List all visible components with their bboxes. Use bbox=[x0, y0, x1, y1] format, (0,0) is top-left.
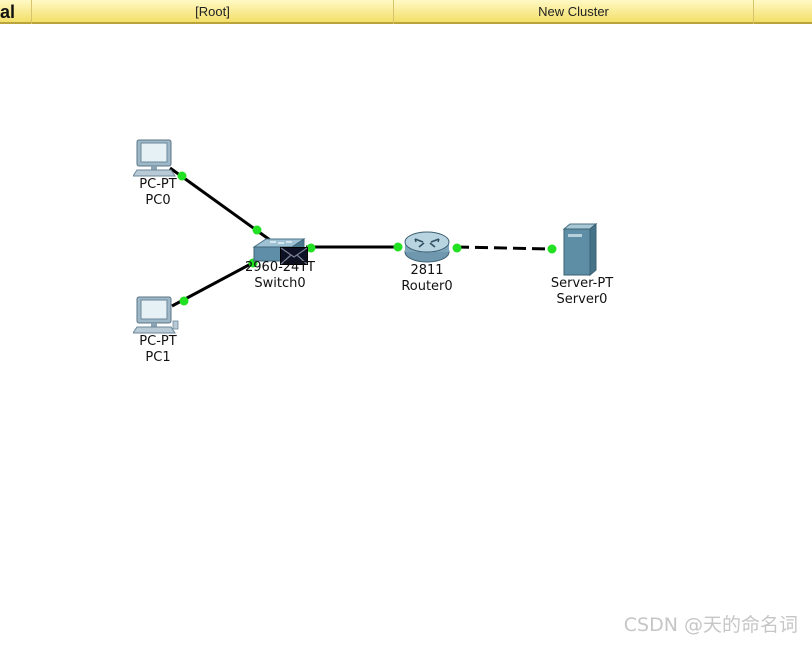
pc1-model-label: PC-PT bbox=[139, 334, 177, 349]
workspace-mode-label[interactable]: al bbox=[0, 0, 32, 24]
router0-model-label: 2811 bbox=[410, 263, 444, 278]
pc0-device[interactable] bbox=[132, 138, 177, 178]
pc-icon bbox=[132, 296, 179, 334]
link-light-pc0 bbox=[177, 171, 187, 181]
cluster-bar: al [Root] New Cluster bbox=[0, 0, 812, 24]
pc1-name-label: PC1 bbox=[145, 350, 171, 365]
watermark-text: CSDN @天的命名词 bbox=[623, 614, 798, 636]
pc0-model-label: PC-PT bbox=[139, 177, 177, 192]
switch0-model-label: 2960-24TT bbox=[245, 260, 315, 275]
server0-name-label: Server0 bbox=[556, 292, 608, 307]
server0-device[interactable] bbox=[562, 222, 598, 277]
router-icon bbox=[404, 231, 450, 263]
email-icon bbox=[280, 247, 308, 265]
link-light-router0-server0 bbox=[452, 243, 462, 253]
root-cluster-tab[interactable]: [Root] bbox=[32, 0, 394, 24]
pc1-device[interactable] bbox=[132, 295, 179, 335]
server0-model-label: Server-PT bbox=[550, 276, 614, 291]
link-router0-server0[interactable] bbox=[455, 245, 553, 251]
pc-icon bbox=[132, 139, 176, 177]
link-light-router0-switch0 bbox=[393, 242, 403, 252]
router0-device[interactable] bbox=[403, 230, 451, 264]
pc0-name-label: PC0 bbox=[145, 193, 171, 208]
router0-name-label: Router0 bbox=[401, 279, 453, 294]
link-light-pc1 bbox=[179, 296, 189, 306]
link-light-server0 bbox=[547, 244, 557, 254]
switch0-device[interactable] bbox=[252, 235, 308, 267]
link-light-switch0-router0 bbox=[306, 243, 316, 253]
new-cluster-button[interactable]: New Cluster bbox=[394, 0, 754, 24]
switch0-name-label: Switch0 bbox=[254, 276, 306, 291]
link-light-switch0-pc0 bbox=[252, 225, 262, 235]
server-icon bbox=[562, 222, 598, 277]
